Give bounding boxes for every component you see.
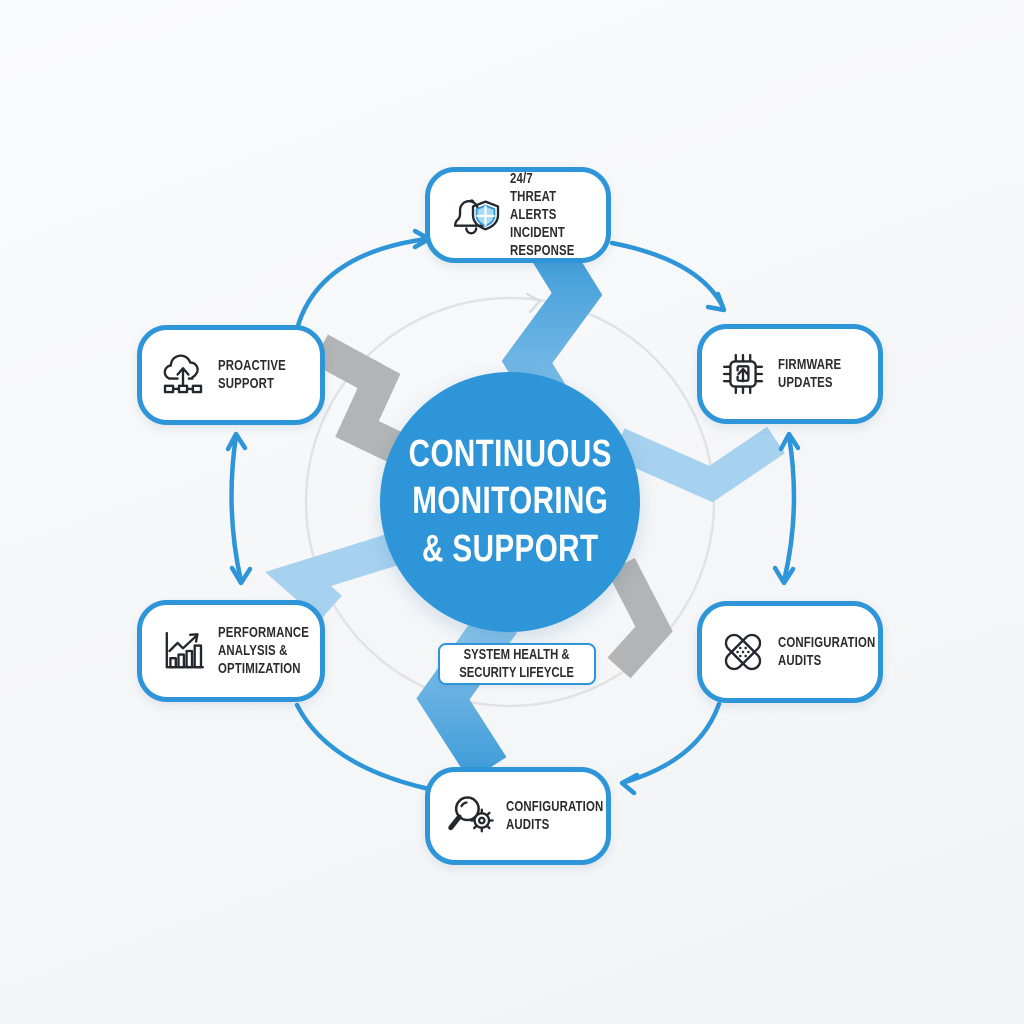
arrow-bottomright-to-bottom (622, 701, 722, 785)
arrowhead-right-up-icon (778, 431, 801, 452)
cloud-network-icon (163, 354, 203, 394)
caption-box: SYSTEM HEALTH & SECURITY LIFEYCLE (438, 643, 596, 685)
arrowhead-top-to-topright-icon (705, 291, 727, 313)
faint-cycle-arc (304, 296, 716, 708)
center-hub: CONTINUOUS MONITORING & SUPPORT (380, 372, 640, 632)
node-label: PROACTIVE SUPPORT (218, 357, 286, 392)
node-performance-analysis: PERFORMANCE ANALYSIS & OPTIMIZATION (137, 600, 325, 702)
caption-text: SYSTEM HEALTH & SECURITY LIFEYCLE (459, 646, 575, 681)
bell-shield-icon (453, 199, 500, 235)
node-label: FIRMWARE UPDATES (778, 356, 842, 391)
node-label: 24/7 THREAT ALERTS INCIDENT RESPONSE (510, 170, 575, 259)
node-label: CONFIGURATION AUDITS (506, 798, 604, 833)
ribbon-right-lightblue (611, 426, 785, 503)
node-threat-alerts: 24/7 THREAT ALERTS INCIDENT RESPONSE (425, 167, 611, 263)
search-gear-icon (448, 796, 494, 833)
node-proactive-support: PROACTIVE SUPPORT (137, 325, 325, 425)
node-firmware-updates: FIRMWARE UPDATES (697, 324, 883, 424)
arrowhead-left-up-icon (225, 431, 248, 452)
arrowhead-left-down-icon (229, 565, 253, 586)
node-label: CONFIGURATION AUDITS (778, 634, 876, 669)
chip-update-icon (722, 353, 764, 395)
node-configuration-audits-bottom: CONFIGURATION AUDITS (425, 767, 611, 865)
growth-chart-icon (165, 631, 204, 669)
node-label: PERFORMANCE ANALYSIS & OPTIMIZATION (218, 624, 309, 677)
arrowhead-right-down-icon (772, 565, 796, 586)
arrow-left-double (229, 433, 244, 584)
patch-icon (724, 633, 762, 671)
ribbon-lower-right-gray (607, 557, 673, 679)
arrow-top-to-topright (609, 240, 726, 310)
center-title: CONTINUOUS MONITORING & SUPPORT (408, 433, 612, 570)
node-configuration-audits-right: CONFIGURATION AUDITS (697, 601, 883, 703)
arrow-bottomleft-to-bottom (294, 702, 432, 792)
arrow-topleft-to-top (294, 236, 429, 332)
ribbon-left-lightblue (265, 531, 406, 621)
arrow-right-double (781, 433, 797, 584)
faint-arc-arrowhead-icon (525, 292, 542, 314)
arrowhead-bottomright-to-bottom-icon (619, 772, 640, 796)
ribbon-upper-left-gray (312, 334, 432, 476)
